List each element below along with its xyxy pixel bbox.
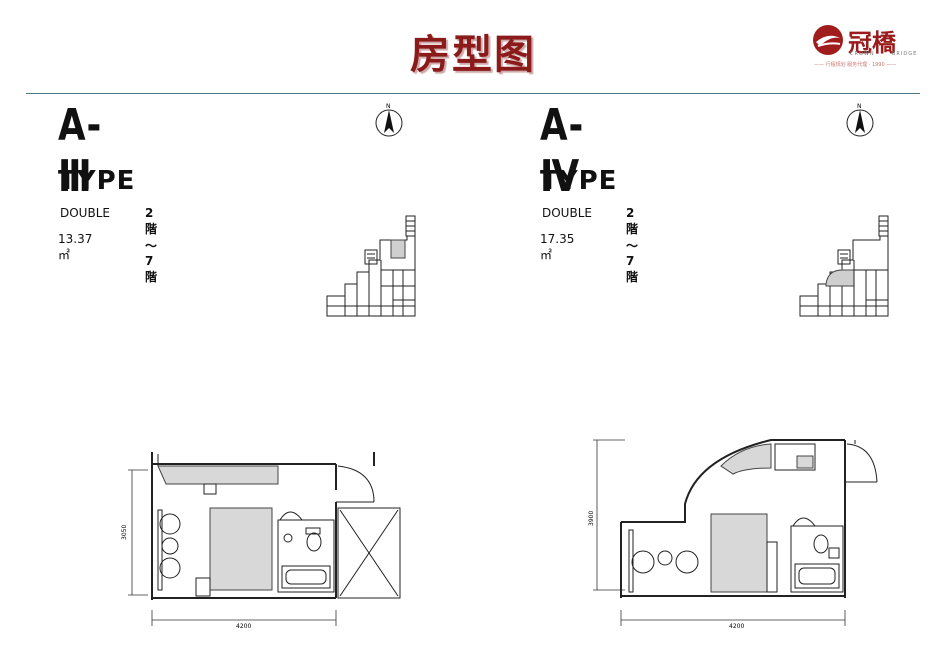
logo-sub-left: CROWN [850, 51, 875, 57]
floor-range: 2階～7階 [626, 206, 639, 284]
room-area: 13.37㎡ [58, 232, 93, 262]
north-arrow-icon: N [375, 103, 403, 137]
plan-code: A-Ⅳ [540, 100, 585, 202]
header-divider [26, 93, 920, 94]
logo-mark-icon [813, 25, 843, 55]
north-label: N [386, 103, 391, 110]
north-label: N [857, 103, 862, 110]
page-title: 房型图 [410, 32, 536, 78]
floor-plan-a4: 3900 4200 [588, 439, 878, 630]
room-type: DOUBLE [542, 206, 592, 220]
logo-tagline: —— 行程规划 服务代理 · 1990 —— [814, 62, 897, 68]
width-dimension: 4200 [729, 623, 744, 630]
north-arrow-icon: N [846, 103, 874, 137]
width-dimension: 4200 [236, 623, 251, 630]
room-area: 17.35㎡ [540, 232, 575, 262]
room-type: DOUBLE [60, 206, 110, 220]
brand-logo: 冠橋 CROWN BRIDGE —— 行程规划 服务代理 · 1990 —— [810, 22, 922, 70]
plan-type-word: TYPE [58, 166, 136, 196]
logo-name: 冠橋 [848, 28, 896, 57]
floor-plan-a3: 3050 4200 [121, 452, 401, 630]
height-dimension: 3050 [121, 525, 128, 540]
plan-type-word: TYPE [540, 166, 618, 196]
plan-code: A-Ⅲ [58, 100, 103, 202]
logo-sub-right: BRIDGE [892, 51, 918, 57]
floor-range: 2階～7階 [145, 206, 158, 284]
key-plan-icon [326, 215, 416, 317]
height-dimension: 3900 [588, 511, 595, 526]
key-plan-icon [799, 215, 889, 317]
